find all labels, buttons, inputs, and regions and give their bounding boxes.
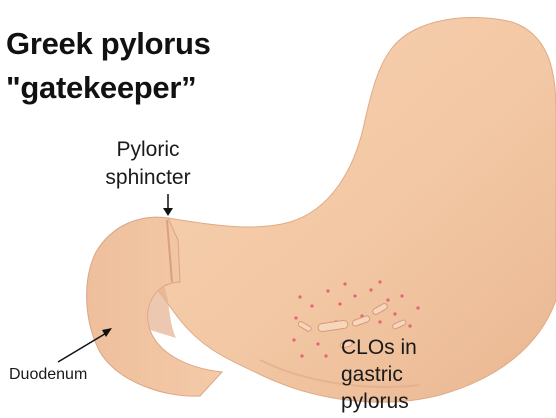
clo-label-line-3: pylorus <box>341 388 417 415</box>
duodenum-label: Duodenum <box>9 366 87 384</box>
clo-label-line-2: gastric <box>341 361 417 388</box>
title-line-1: Greek pylorus <box>6 22 211 66</box>
clo-label: CLOs in gastric pylorus <box>341 334 417 415</box>
diagram-title: Greek pylorus "gatekeeper” <box>6 22 211 110</box>
title-line-2: "gatekeeper” <box>6 66 211 110</box>
pyloric-label-line-2: sphincter <box>86 164 210 192</box>
sphincter-arrowhead <box>163 208 173 216</box>
clo-label-line-1: CLOs in <box>341 334 417 361</box>
pyloric-label-line-1: Pyloric <box>86 136 210 164</box>
pyloric-sphincter-label: Pyloric sphincter <box>86 136 210 192</box>
